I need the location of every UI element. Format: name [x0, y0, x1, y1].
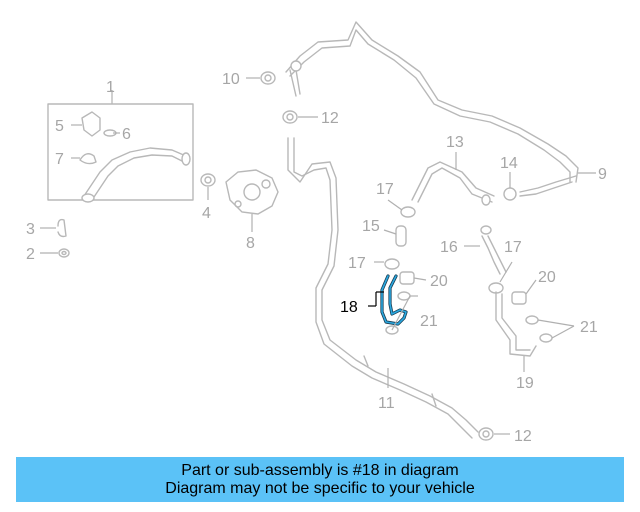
callout-17-c[interactable]: 17	[348, 255, 366, 272]
part-18-highlighted-pipe	[380, 274, 408, 326]
part-4-clamp	[200, 173, 216, 187]
callout-19[interactable]: 19	[516, 375, 534, 392]
part-group-1	[47, 90, 194, 203]
parts-diagram: 1 5 6 7 3 2 4 8 10 12 9 13 14 17 15 16 1…	[26, 21, 607, 445]
callout-21-left[interactable]: 21	[420, 313, 438, 330]
callout-12-lower[interactable]: 12	[514, 428, 532, 445]
part-14-clamp	[503, 187, 517, 201]
part-16-hose	[480, 225, 507, 275]
part-2-washer	[58, 248, 70, 258]
callout-18[interactable]: 18	[340, 299, 358, 316]
part-11-pipe	[287, 137, 479, 439]
info-banner: Part or sub-assembly is #18 in diagram D…	[16, 457, 624, 502]
part-8-housing	[225, 169, 279, 215]
part-20-fitting-left	[399, 271, 415, 285]
part-19-pipe	[495, 291, 537, 357]
callout-20-left[interactable]: 20	[430, 273, 448, 290]
callout-1[interactable]: 1	[106, 79, 115, 96]
callout-11[interactable]: 11	[378, 395, 395, 412]
part-15-grommet	[395, 225, 407, 247]
callout-5[interactable]: 5	[55, 118, 64, 135]
part-13-hose	[411, 161, 495, 206]
callout-16[interactable]: 16	[440, 239, 458, 256]
callout-14[interactable]: 14	[500, 155, 518, 172]
part-17-clamp-b	[384, 258, 400, 270]
part-10-clamp	[260, 71, 276, 85]
callout-15[interactable]: 15	[362, 218, 380, 235]
callout-10[interactable]: 10	[222, 71, 240, 88]
callout-13[interactable]: 13	[446, 134, 464, 151]
part-20-fitting-right	[511, 291, 527, 305]
callout-17-a[interactable]: 17	[376, 181, 394, 198]
callout-17-b[interactable]: 17	[504, 239, 522, 256]
callout-12-upper[interactable]: 12	[321, 110, 339, 127]
callout-8[interactable]: 8	[246, 235, 255, 252]
callout-6[interactable]: 6	[122, 126, 131, 143]
part-3-clamp	[57, 218, 67, 238]
part-12-clamp-upper	[282, 110, 298, 124]
callout-9[interactable]: 9	[598, 166, 607, 183]
leader-lines	[40, 77, 596, 435]
callout-2[interactable]: 2	[26, 246, 35, 263]
callout-7[interactable]: 7	[55, 151, 64, 168]
callout-4[interactable]: 4	[202, 205, 211, 222]
callout-21-right[interactable]: 21	[580, 319, 598, 336]
callout-3[interactable]: 3	[26, 221, 35, 238]
part-12-clamp-lower	[478, 427, 494, 441]
banner-line-2: Diagram may not be specific to your vehi…	[165, 479, 475, 497]
callout-20-right[interactable]: 20	[538, 269, 556, 286]
part-17-clamp-a	[400, 206, 416, 218]
part-9-pipe	[285, 21, 579, 197]
banner-line-1: Part or sub-assembly is #18 in diagram	[181, 461, 459, 479]
